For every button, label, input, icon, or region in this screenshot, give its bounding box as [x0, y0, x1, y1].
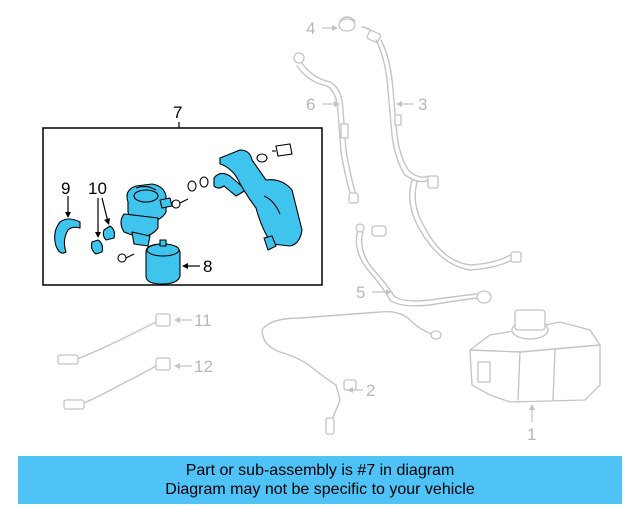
part-3-hose	[375, 39, 522, 271]
callout-7: 7	[173, 103, 182, 122]
part-4-clamp	[338, 16, 382, 44]
part-bolts	[117, 143, 293, 263]
part-1-canister	[469, 309, 601, 403]
info-banner: Part or sub-assembly is #7 in diagram Di…	[18, 456, 622, 504]
part-pump	[120, 183, 173, 247]
part-10-clamps	[90, 225, 116, 255]
callout-5: 5	[356, 283, 365, 302]
leader-10b	[101, 197, 109, 223]
callout-6: 6	[306, 95, 315, 114]
part-6-hose	[293, 52, 359, 204]
part-bracket	[213, 149, 303, 251]
callout-4: 4	[306, 19, 315, 38]
banner-line-2: Diagram may not be specific to your vehi…	[165, 481, 475, 498]
banner-line-1: Part or sub-assembly is #7 in diagram	[185, 462, 455, 479]
part-11-sensor	[57, 313, 171, 365]
part-12-sensor	[63, 357, 171, 410]
callout-9: 9	[61, 179, 70, 198]
callout-12: 12	[194, 357, 213, 376]
callout-3: 3	[418, 95, 427, 114]
part-8-filter	[145, 239, 181, 285]
callout-10: 10	[88, 179, 107, 198]
part-5-hose	[355, 223, 492, 307]
callout-8: 8	[203, 257, 212, 276]
callout-1: 1	[527, 425, 536, 444]
part-2-sensor	[261, 310, 442, 435]
callout-2: 2	[366, 381, 375, 400]
callout-11: 11	[194, 311, 212, 330]
part-9-hose	[54, 218, 81, 254]
